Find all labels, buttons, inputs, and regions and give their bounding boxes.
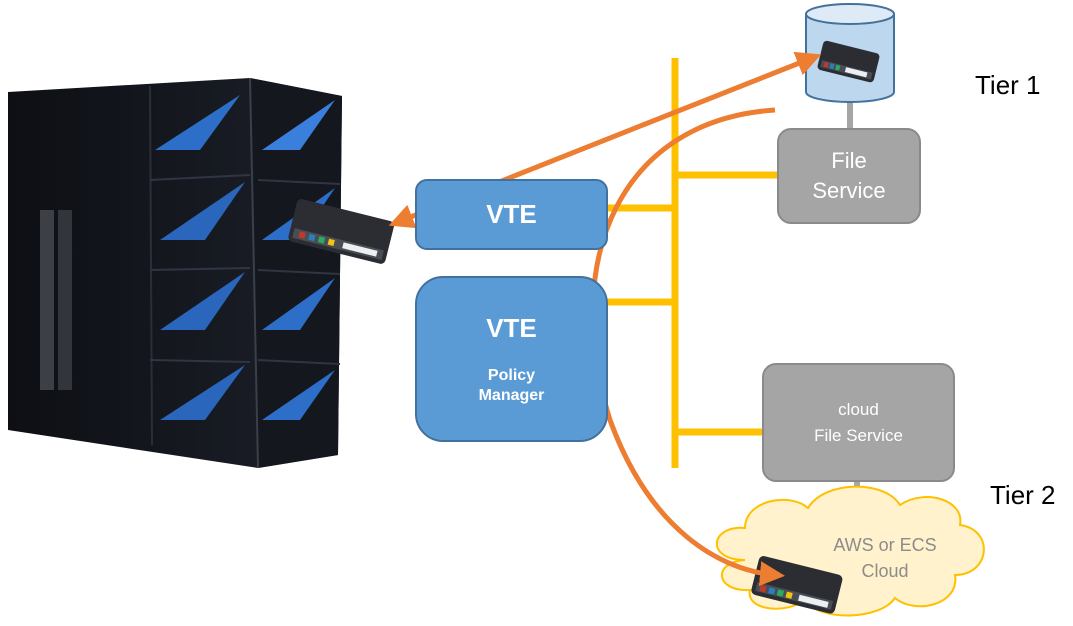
cloud-file-service-box: cloud File Service xyxy=(762,363,955,482)
tier1-label: Tier 1 xyxy=(975,70,1041,100)
file-service-line1: File xyxy=(831,148,867,173)
policy-label: Policy xyxy=(487,366,536,384)
cloud-label-line1: AWS or ECS xyxy=(833,535,937,555)
vte-label: VTE xyxy=(486,312,537,343)
vte-label: VTE xyxy=(486,199,537,229)
tier-migration-arrow xyxy=(590,107,785,587)
tape-cartridge-icon xyxy=(817,40,880,83)
vte-policy-manager-box: VTE Policy Manager xyxy=(415,276,608,442)
ibm-z-mainframe-icon xyxy=(8,77,342,469)
file-service-box: File Service xyxy=(777,128,921,224)
vte-box: VTE xyxy=(415,179,608,250)
tape-cartridge-icon xyxy=(288,199,394,264)
cloud-label-line2: Cloud xyxy=(861,561,909,581)
tier2-label: Tier 2 xyxy=(990,480,1056,510)
cloud-label: AWS or ECS Cloud xyxy=(790,532,980,584)
network-bus xyxy=(607,58,777,468)
cloud-file-service-line2: File Service xyxy=(814,425,903,445)
manager-label: Manager xyxy=(478,386,545,404)
file-service-line2: Service xyxy=(812,178,886,203)
cloud-file-service-line1: cloud xyxy=(838,399,879,419)
